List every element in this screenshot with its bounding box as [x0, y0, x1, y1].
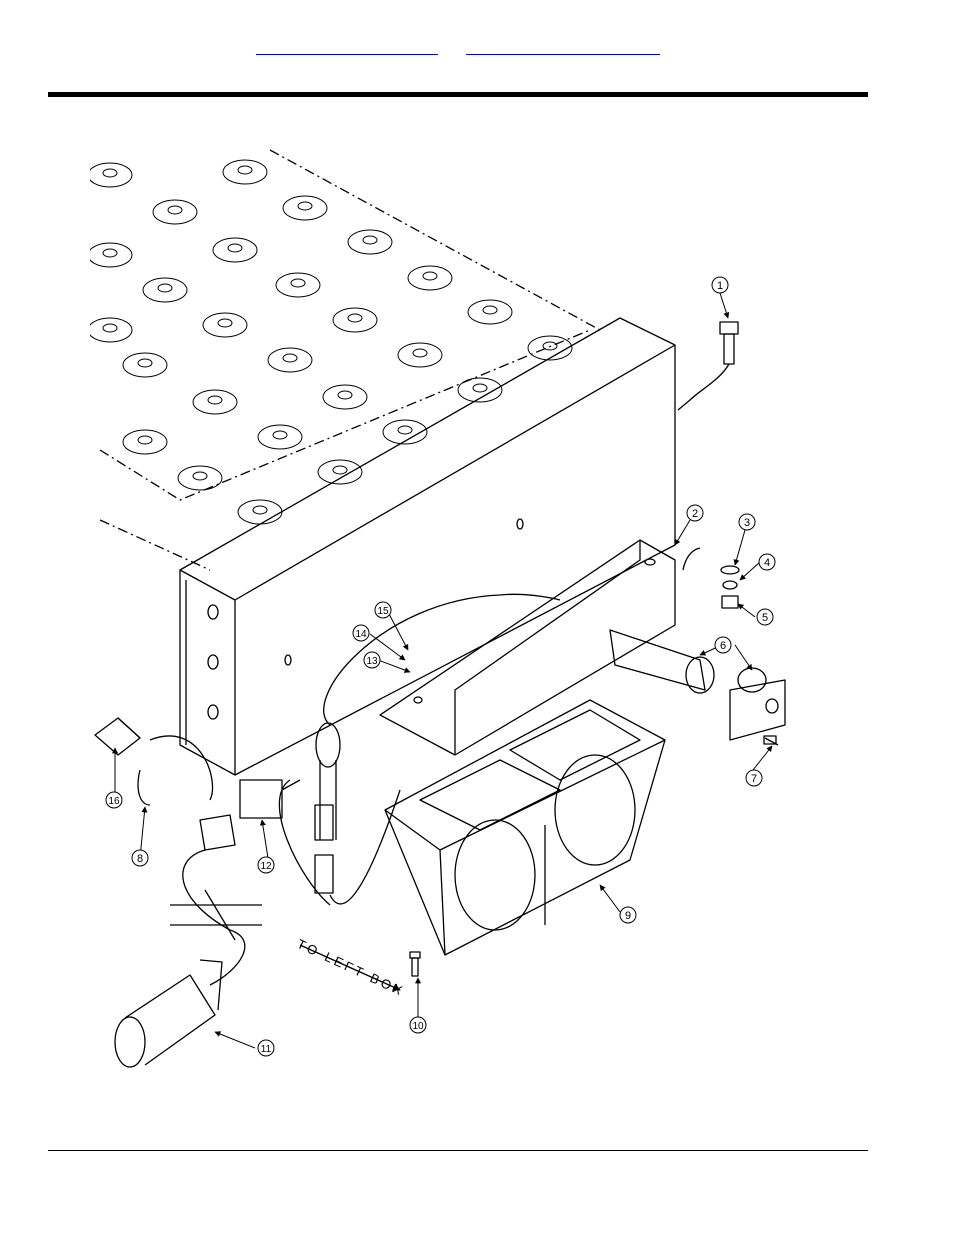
floor-dimple-hole	[338, 391, 352, 399]
floor-dimple	[90, 243, 132, 267]
callout-number: 16	[108, 796, 120, 807]
floor-dimples	[90, 160, 572, 524]
bolt-part	[678, 322, 738, 410]
floor-dimple-hole	[138, 436, 152, 444]
footer-rule	[48, 1150, 868, 1151]
floor-dimple-hole	[413, 349, 427, 357]
cable-tie	[95, 718, 140, 755]
floor-dimple	[178, 466, 222, 490]
floor-dimple	[348, 230, 392, 254]
callout-number: 3	[744, 517, 750, 529]
callout-number: 6	[720, 640, 726, 652]
floor-dimple	[268, 348, 312, 372]
floor-dimple	[283, 196, 327, 220]
floor-dimple-hole	[423, 272, 437, 280]
floor-dimple	[238, 500, 282, 524]
floor-dimple	[153, 200, 197, 224]
floor-dimple-hole	[138, 359, 152, 367]
floor-dimple-hole	[473, 384, 487, 392]
floor-dimple	[123, 353, 167, 377]
screw	[410, 952, 420, 976]
callout-number: 5	[762, 612, 768, 624]
floor-dimple	[398, 343, 442, 367]
floor-dimple-hole	[208, 396, 222, 404]
callout-number: 12	[260, 861, 272, 872]
bracket	[380, 540, 675, 755]
floor-dimple-hole	[228, 244, 242, 252]
callout-number: 8	[137, 853, 143, 865]
callout-number: 15	[377, 606, 389, 617]
floor-dimple-hole	[483, 306, 497, 314]
floor-dimple-hole	[298, 202, 312, 210]
floor-dimple-hole	[363, 236, 377, 244]
callout-number: 9	[625, 910, 631, 922]
floor-dimple-hole	[348, 314, 362, 322]
floor-dimple-hole	[103, 169, 117, 177]
box-floor	[100, 150, 600, 570]
floor-dimple	[333, 308, 377, 332]
floor-dimple	[143, 278, 187, 302]
trailer-plug	[115, 960, 222, 1067]
callout-number: 7	[751, 773, 757, 785]
floor-dimple-hole	[283, 354, 297, 362]
floor-dimple-hole	[238, 166, 252, 174]
floor-dimple-hole	[291, 279, 305, 287]
floor-dimple-hole	[253, 506, 267, 514]
floor-dimple	[323, 385, 367, 409]
floor-dimple	[90, 163, 132, 187]
wiring-harness	[138, 594, 560, 985]
floor-dimple	[468, 300, 512, 324]
parts-diagram: 12345678910111213141516 TO LEFT BOX	[90, 140, 790, 1080]
floor-dimple	[90, 318, 132, 342]
floor-dimple-hole	[168, 206, 182, 214]
header-rule	[48, 92, 868, 97]
callout-number: 1	[717, 280, 723, 292]
floor-dimple	[408, 266, 452, 290]
floor-dimple	[123, 430, 167, 454]
floor-dimple	[213, 238, 257, 262]
hardware-stack	[683, 548, 739, 608]
break-lines	[170, 890, 262, 940]
floor-dimple	[203, 313, 247, 337]
floor-dimple	[528, 336, 572, 360]
floor-dimple-hole	[333, 466, 347, 474]
floor-dimple	[258, 425, 302, 449]
to-left-box-label: TO LEFT BOX	[295, 936, 407, 999]
callout-number: 14	[355, 629, 367, 640]
floor-dimple-hole	[103, 249, 117, 257]
callout-number: 10	[412, 1021, 424, 1032]
floor-dimple-hole	[103, 324, 117, 332]
floor-dimple-hole	[193, 472, 207, 480]
header-link-1[interactable]	[256, 40, 438, 55]
floor-dimple-hole	[218, 319, 232, 327]
floor-dimple	[276, 273, 320, 297]
callout-number: 13	[366, 656, 378, 667]
floor-dimple	[318, 460, 362, 484]
floor-dimple-hole	[273, 431, 287, 439]
callout-number: 2	[692, 508, 698, 520]
floor-dimple	[223, 160, 267, 184]
floor-dimple	[193, 390, 237, 414]
callout-number: 4	[764, 557, 770, 569]
floor-dimple-hole	[158, 284, 172, 292]
header-link-2[interactable]	[466, 40, 660, 55]
floor-dimple-hole	[398, 426, 412, 434]
callout-number: 11	[261, 1044, 272, 1055]
